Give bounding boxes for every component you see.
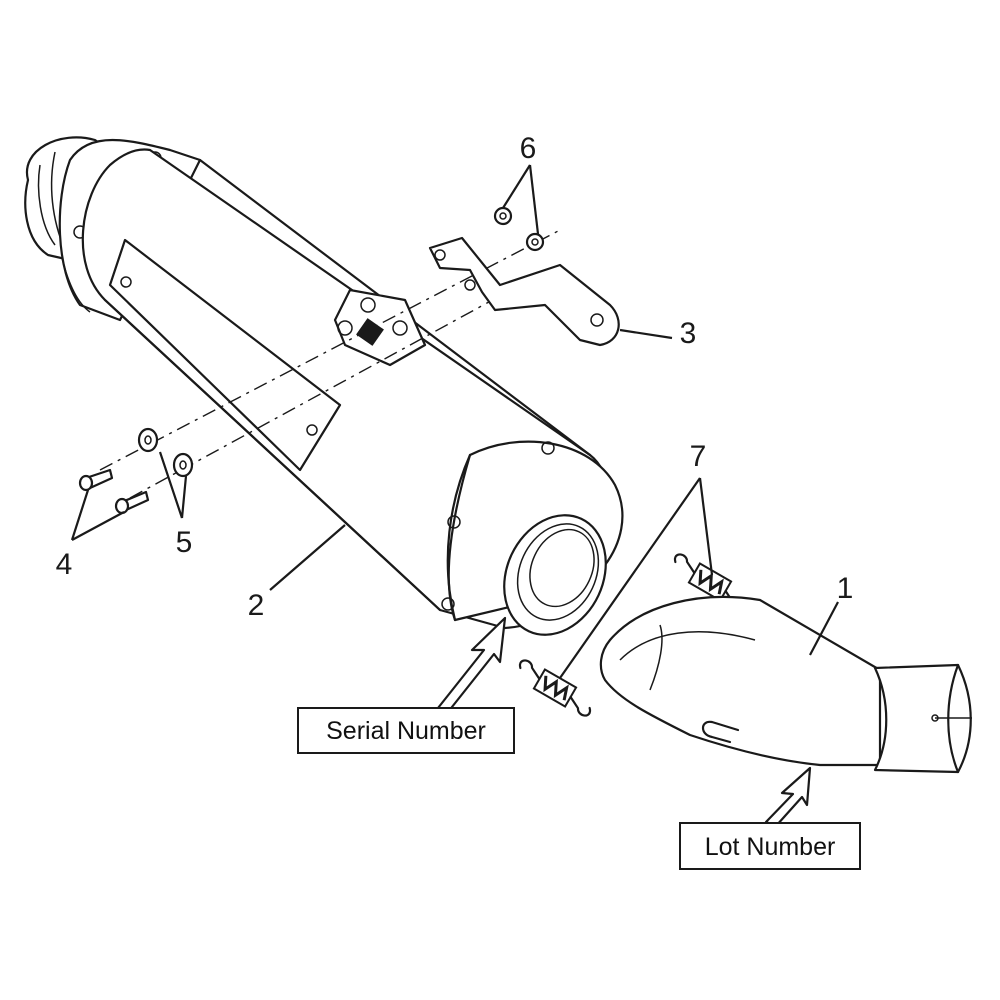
washers bbox=[137, 427, 194, 478]
callout-6: 6 bbox=[520, 132, 537, 165]
leader-lines bbox=[70, 164, 839, 679]
lot-number-label: Lot Number bbox=[705, 833, 836, 861]
lot-number-arrow bbox=[764, 766, 812, 828]
nuts bbox=[493, 206, 545, 252]
assembly-guide-lines bbox=[99, 229, 561, 499]
serial-number-box: Serial Number bbox=[297, 707, 515, 754]
link-pipe bbox=[599, 595, 972, 774]
lot-number-box: Lot Number bbox=[679, 822, 861, 870]
callout-5: 5 bbox=[176, 526, 193, 559]
callout-2: 2 bbox=[248, 589, 265, 622]
callout-3: 3 bbox=[680, 317, 697, 350]
serial-number-arrow bbox=[436, 616, 507, 714]
callout-1: 1 bbox=[837, 572, 854, 605]
muffler-body bbox=[24, 136, 624, 636]
springs bbox=[518, 553, 747, 717]
callout-7: 7 bbox=[690, 440, 707, 473]
callout-4: 4 bbox=[56, 548, 73, 581]
bolts bbox=[78, 468, 150, 515]
serial-number-label: Serial Number bbox=[326, 717, 486, 745]
hanger-bracket bbox=[428, 236, 620, 347]
